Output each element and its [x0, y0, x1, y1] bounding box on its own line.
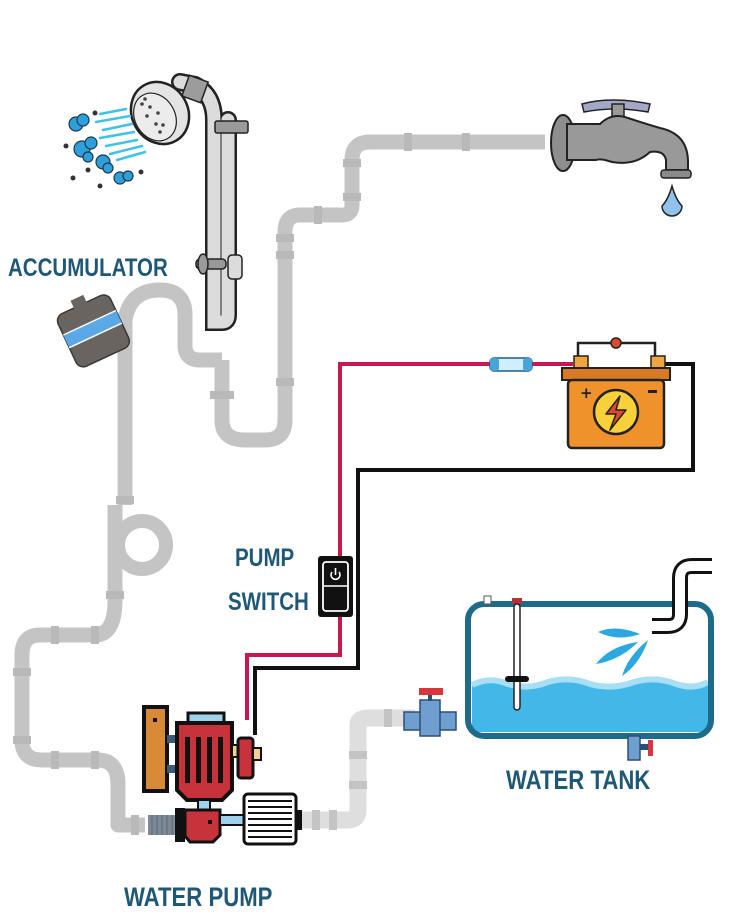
- wire-negative: [253, 362, 695, 735]
- pump-switch-label-line2: SWITCH: [228, 588, 309, 616]
- pipe-faucet-supply: [214, 134, 545, 448]
- water-tank-icon: [403, 558, 714, 761]
- svg-text:+: +: [580, 384, 593, 402]
- wire-positive: [245, 362, 573, 720]
- fuse-icon: [489, 357, 533, 372]
- water-pump-icon: [142, 705, 302, 846]
- water-tank-label: WATER TANK: [506, 765, 651, 795]
- battery-icon: +: [561, 337, 671, 450]
- pipe-shower-riser: [117, 282, 222, 505]
- pipe-network: [13, 133, 545, 835]
- water-pump-label: WATER PUMP: [124, 882, 273, 912]
- wiring: [245, 362, 695, 735]
- pump-switch-label-line1: PUMP: [235, 544, 295, 572]
- pipe-pump-to-tank: [300, 709, 415, 829]
- accumulator-icon: [56, 294, 131, 368]
- faucet-icon: [550, 99, 692, 217]
- pipe-loop: [111, 514, 173, 576]
- shower-head-icon: [63, 73, 249, 331]
- accumulator-label: ACCUMULATOR: [8, 254, 168, 282]
- pump-switch-icon[interactable]: [318, 556, 353, 617]
- pipe-fittings: [13, 133, 470, 835]
